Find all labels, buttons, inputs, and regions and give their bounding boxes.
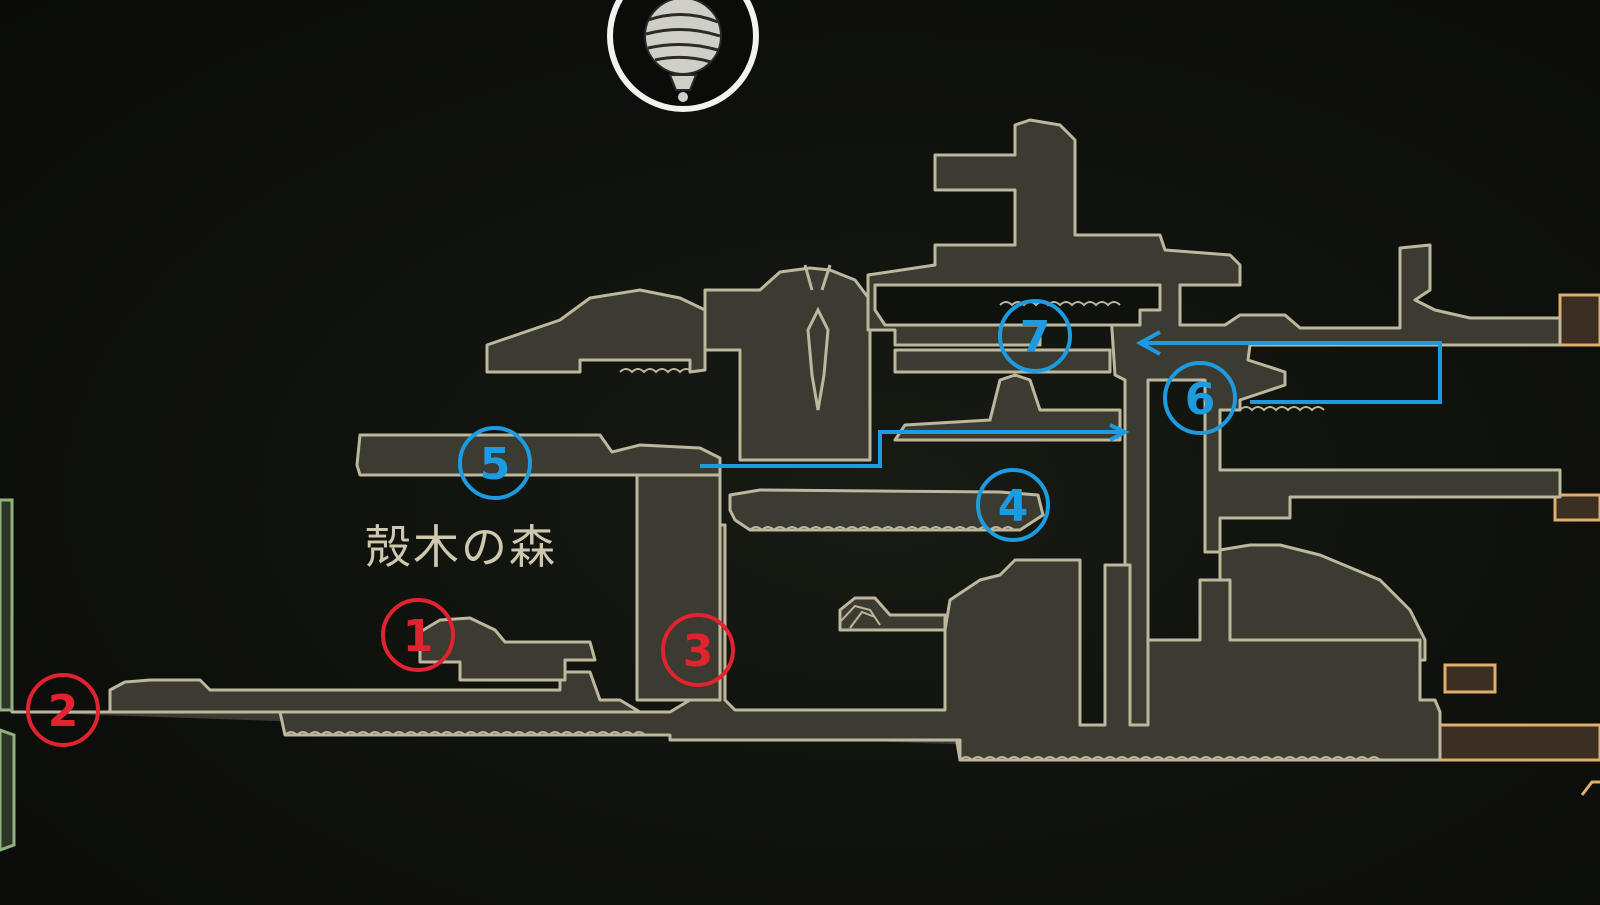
neighbor-region-green bbox=[0, 498, 16, 852]
marker-5-label: 5 bbox=[480, 439, 511, 490]
marker-1-label: 1 bbox=[403, 611, 434, 662]
marker-3-label: 3 bbox=[683, 626, 714, 677]
neighbor-region-orange bbox=[1438, 293, 1600, 796]
marker-3: 3 bbox=[661, 613, 735, 687]
marker-2: 2 bbox=[26, 673, 100, 747]
marker-7-label: 7 bbox=[1020, 312, 1051, 363]
route-path bbox=[700, 330, 1442, 468]
marker-2-label: 2 bbox=[48, 686, 79, 737]
marker-6-label: 6 bbox=[1185, 374, 1216, 425]
forest-map bbox=[10, 118, 1562, 762]
marker-7: 7 bbox=[998, 299, 1072, 373]
marker-4: 4 bbox=[976, 468, 1050, 542]
area-name-label: 殻木の森 bbox=[365, 520, 557, 574]
marker-5: 5 bbox=[458, 426, 532, 500]
marker-4-label: 4 bbox=[998, 481, 1029, 532]
marker-6: 6 bbox=[1163, 361, 1237, 435]
marker-1: 1 bbox=[381, 598, 455, 672]
globe-lantern-icon bbox=[607, 0, 759, 112]
